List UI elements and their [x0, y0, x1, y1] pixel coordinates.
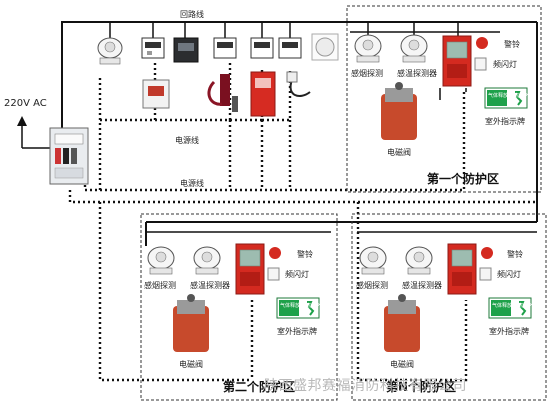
- zone2-smoke-label: 感烟探测: [144, 281, 176, 290]
- company-watermark: 陕西盛邦赛福消防科技有限公司: [264, 378, 467, 394]
- zone2-panel-icon: [235, 243, 265, 295]
- io-module-3-icon: [278, 37, 302, 59]
- fire-control-panel-icon: [49, 127, 89, 185]
- smoke-detector-icon: [97, 37, 123, 65]
- zone2-heat-label: 感温探测器: [190, 281, 230, 290]
- control-display-icon: [173, 37, 199, 63]
- zone3-heat-detector-icon: [405, 246, 433, 275]
- zone1-frame: [346, 5, 542, 193]
- speaker-icon: [311, 33, 339, 61]
- zone1-devices: [354, 34, 528, 140]
- zone2-devices: [146, 231, 331, 352]
- manual-call-point-icon: [142, 79, 170, 109]
- zone2: 感烟探测 感温探测器 警铃 频闪灯 气体释放 请勿进入 室外指示牌 电磁阀 第二…: [141, 214, 337, 400]
- zone3-devices: [357, 231, 537, 352]
- zone3-panel-icon: [447, 243, 477, 295]
- zone1-valve-icon: [381, 82, 417, 140]
- zone1-exit-sign-icon: [484, 87, 528, 109]
- cable-icon: [286, 71, 311, 97]
- zone3-strobe-label: 频闪灯: [497, 270, 521, 279]
- zone2-exit-sign-icon: [276, 297, 320, 319]
- zone2-smoke-detector-icon: [147, 246, 175, 275]
- zone2-outdoor-sign-label: 室外指示牌: [277, 327, 317, 336]
- zone1-strobe-label: 频闪灯: [493, 60, 517, 69]
- zone2-heat-detector-icon: [193, 246, 221, 275]
- zone1-sign-text: 气体释放 请勿进入: [488, 93, 530, 99]
- zone2-sign-text: 气体释放 请勿进入: [280, 303, 322, 309]
- zone3-bell-icon: [481, 247, 493, 259]
- zone1-smoke-detector-icon: [354, 34, 382, 63]
- zone3: 感烟探测 感温探测器 警铃 频闪灯 气体释放 请勿进入 室外指示牌 电磁阀 第N…: [352, 214, 546, 400]
- loop-bus-line: [61, 21, 538, 246]
- zone2-frame: [140, 213, 338, 401]
- zone3-bell-label: 警铃: [507, 250, 523, 259]
- power-line-label: 电源线: [175, 136, 199, 145]
- io-module-icon: [213, 37, 237, 59]
- zone1: 感烟探测 感温探测器 警铃 频闪灯 气体释放 请勿进入 室外指示牌 电磁阀 第一…: [347, 6, 541, 192]
- zone3-smoke-detector-icon: [359, 246, 387, 275]
- zone2-bell-icon: [269, 247, 281, 259]
- zone1-valve-label: 电磁阀: [387, 148, 411, 157]
- device-drop-lines: [109, 22, 459, 38]
- zone3-valve-label: 电磁阀: [390, 360, 414, 369]
- zone1-smoke-label: 感烟探测: [351, 69, 383, 78]
- zone1-bell-label: 警铃: [504, 40, 520, 49]
- zone3-valve-icon: [384, 294, 420, 352]
- zone3-sign-text: 气体释放 请勿进入: [492, 303, 534, 309]
- zone2-strobe-icon: [267, 267, 280, 281]
- zone2-valve-label: 电磁阀: [179, 360, 203, 369]
- zone2-title: 第二个防护区: [223, 380, 296, 394]
- zone1-panel-icon: [442, 35, 472, 87]
- input-module-icon: [141, 37, 165, 59]
- zone2-bell-label: 警铃: [297, 250, 313, 259]
- solenoid-actuator-icon: [207, 74, 238, 112]
- zone3-heat-label: 感温探测器: [402, 281, 442, 290]
- zone3-outdoor-sign-label: 室外指示牌: [489, 327, 529, 336]
- zone1-internal-bus: [350, 31, 500, 100]
- zone2-strobe-label: 频闪灯: [285, 270, 309, 279]
- power-input-arrow-icon: [17, 116, 55, 149]
- power-line-label-2: 电源线: [180, 179, 204, 188]
- zone1-heat-label: 感温探测器: [397, 69, 437, 78]
- zone3-exit-sign-icon: [488, 297, 532, 319]
- zone3-smoke-label: 感烟探测: [356, 281, 388, 290]
- io-module-2-icon: [250, 37, 274, 59]
- zone1-strobe-icon: [474, 57, 487, 71]
- zone3-strobe-icon: [479, 267, 492, 281]
- power-input-label: 220V AC: [4, 98, 47, 109]
- zone1-heat-detector-icon: [400, 34, 428, 63]
- loop-line-label: 回路线: [180, 10, 204, 19]
- emergency-start-box-icon: [250, 71, 276, 117]
- zone2-valve-icon: [173, 294, 209, 352]
- zone1-title: 第一个防护区: [427, 172, 500, 186]
- zone1-bell-icon: [476, 37, 488, 49]
- zone3-frame: [351, 213, 547, 401]
- zone3-title: 第N个防护区: [386, 380, 457, 394]
- zone1-outdoor-sign-label: 室外指示牌: [485, 117, 525, 126]
